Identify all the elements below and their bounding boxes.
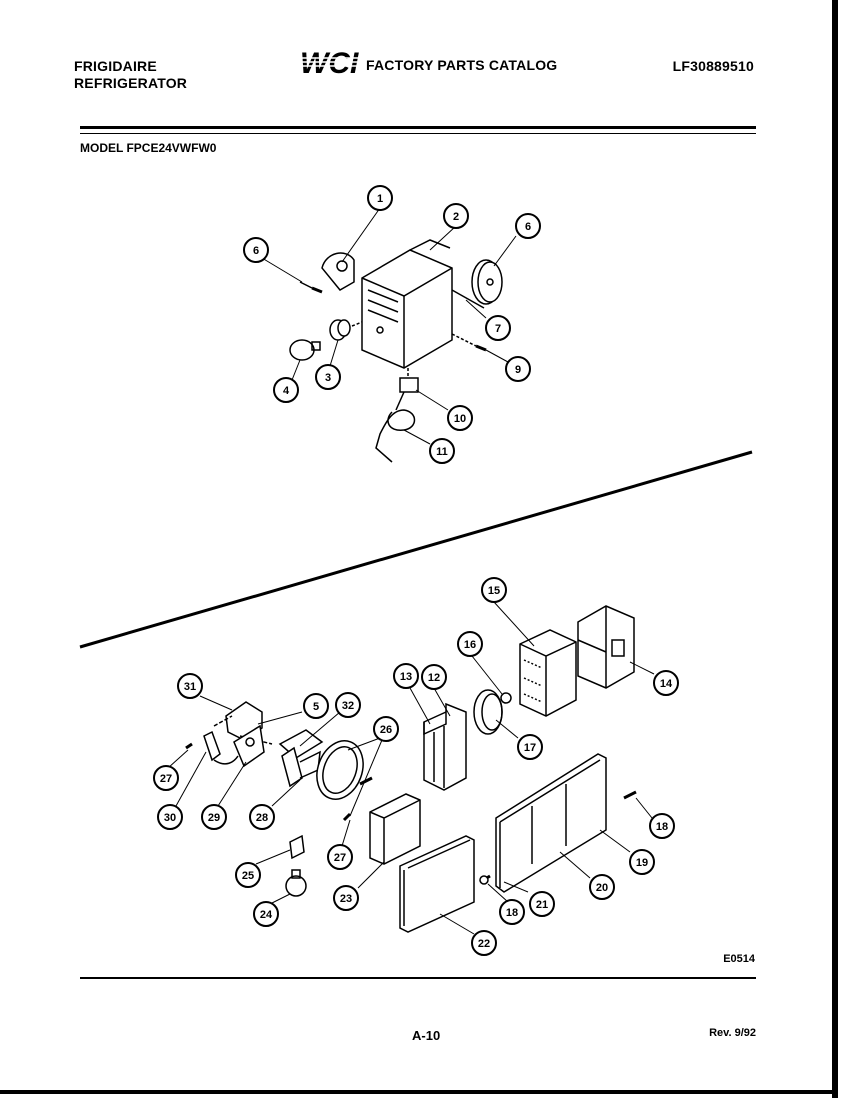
- figure-code: E0514: [723, 953, 755, 965]
- svg-text:30: 30: [164, 812, 176, 824]
- svg-text:11: 11: [436, 446, 448, 458]
- svg-text:16: 16: [464, 639, 476, 651]
- callout-13: 13: [393, 663, 419, 689]
- catalog-title: FACTORY PARTS CATALOG: [366, 57, 558, 73]
- brand-name: FRIGIDAIRE: [74, 58, 157, 74]
- callout-22: 22: [471, 930, 497, 956]
- svg-text:1: 1: [377, 193, 383, 205]
- product-type: REFRIGERATOR: [74, 75, 188, 91]
- callout-12: 12: [421, 664, 447, 690]
- catalog-code: LF30889510: [672, 58, 754, 74]
- callout-10: 10: [447, 405, 473, 431]
- callout-1: 1: [367, 185, 393, 211]
- svg-text:7: 7: [495, 323, 501, 335]
- svg-text:5: 5: [313, 701, 319, 713]
- callout-2: 2: [443, 203, 469, 229]
- svg-text:13: 13: [400, 671, 412, 683]
- svg-text:25: 25: [242, 870, 254, 882]
- section-divider-line: [79, 450, 753, 649]
- svg-text:2: 2: [453, 211, 459, 223]
- svg-text:4: 4: [283, 385, 290, 397]
- svg-text:22: 22: [478, 938, 490, 950]
- callout-23: 23: [333, 885, 359, 911]
- callout-27-center: 27: [327, 844, 353, 870]
- header-rule-thin: [80, 133, 756, 134]
- callout-28: 28: [249, 804, 275, 830]
- callout-7: 7: [485, 315, 511, 341]
- callout-3: 3: [315, 364, 341, 390]
- callout-20: 20: [589, 874, 615, 900]
- svg-text:12: 12: [428, 672, 440, 684]
- svg-text:32: 32: [342, 700, 354, 712]
- callout-14: 14: [653, 670, 679, 696]
- svg-text:9: 9: [515, 364, 521, 376]
- callout-6-right: 6: [515, 213, 541, 239]
- callout-31: 31: [177, 673, 203, 699]
- callout-32: 32: [335, 692, 361, 718]
- callout-17: 17: [517, 734, 543, 760]
- callout-29: 29: [201, 804, 227, 830]
- svg-text:20: 20: [596, 882, 608, 894]
- callout-6-upper: 6: [243, 237, 269, 263]
- callout-24: 24: [253, 901, 279, 927]
- svg-text:27: 27: [334, 852, 346, 864]
- svg-text:26: 26: [380, 724, 392, 736]
- callout-19: 19: [629, 849, 655, 875]
- callout-11: 11: [429, 438, 455, 464]
- svg-text:24: 24: [260, 909, 273, 921]
- lower-assembly: [185, 605, 637, 933]
- svg-text:27: 27: [160, 773, 172, 785]
- svg-text:6: 6: [253, 245, 259, 257]
- callout-18-right: 18: [649, 813, 675, 839]
- svg-text:21: 21: [536, 899, 548, 911]
- footer-rule: [80, 977, 756, 979]
- svg-text:15: 15: [488, 585, 500, 597]
- svg-text:29: 29: [208, 812, 220, 824]
- svg-text:14: 14: [660, 678, 673, 690]
- page-number: A-10: [412, 1028, 441, 1043]
- svg-text:18: 18: [656, 821, 668, 833]
- svg-text:19: 19: [636, 857, 648, 869]
- page-frame-bottom: [0, 1090, 838, 1094]
- callout-27-left: 27: [153, 765, 179, 791]
- svg-text:31: 31: [184, 681, 196, 693]
- header-rule-thick: [80, 126, 756, 129]
- model-number: MODEL FPCE24VWFW0: [80, 141, 217, 155]
- leader-lines: [167, 207, 655, 935]
- callout-21: 21: [529, 891, 555, 917]
- revision-date: Rev. 9/92: [709, 1027, 756, 1039]
- callout-5: 5: [303, 693, 329, 719]
- svg-text:3: 3: [325, 372, 331, 384]
- svg-text:17: 17: [524, 742, 536, 754]
- callout-18-lower: 18: [499, 899, 525, 925]
- page-frame-right: [832, 0, 838, 1098]
- wci-logo: WCI: [300, 47, 360, 78]
- callout-30: 30: [157, 804, 183, 830]
- callouts: 1 2 3 4 5 6 6 7 9 10 11 12 13 14 15 16 1…: [153, 185, 679, 956]
- svg-text:10: 10: [454, 413, 466, 425]
- callout-25: 25: [235, 862, 261, 888]
- callout-9: 9: [505, 356, 531, 382]
- callout-26: 26: [373, 716, 399, 742]
- svg-text:23: 23: [340, 893, 352, 905]
- callout-16: 16: [457, 631, 483, 657]
- svg-text:18: 18: [506, 907, 518, 919]
- svg-text:6: 6: [525, 221, 531, 233]
- svg-text:28: 28: [256, 812, 268, 824]
- upper-assembly: [289, 239, 503, 463]
- callout-15: 15: [481, 577, 507, 603]
- brand-block: FRIGIDAIRE REFRIGERATOR: [74, 58, 187, 92]
- callout-4: 4: [273, 377, 299, 403]
